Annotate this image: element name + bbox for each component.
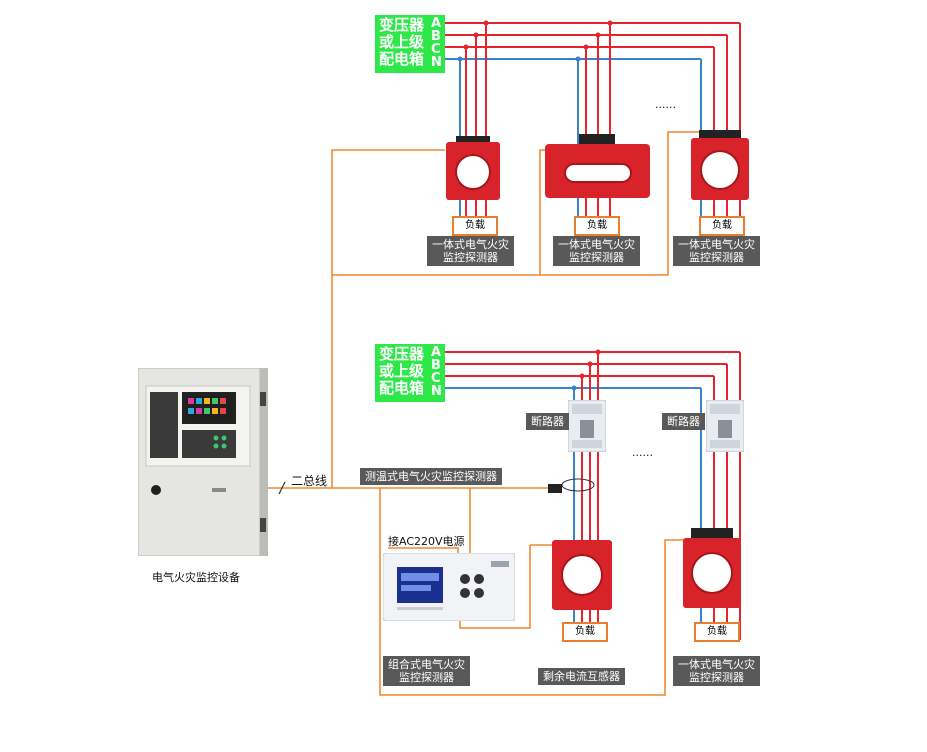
load-box-bottom-1: 负载 — [562, 622, 608, 642]
load-box-top-2: 负载 — [574, 216, 620, 236]
phase-n-label: N — [431, 55, 442, 70]
combined-detector-label: 组合式电气火灾 监控探测器 — [383, 656, 470, 686]
phase-c-label: C — [431, 371, 441, 386]
integrated-detector-sensor-3 — [691, 130, 749, 200]
source-line3: 配电箱 — [379, 50, 425, 68]
monitoring-device-label: 电气火灾监控设备 — [152, 571, 240, 584]
power-label: 接AC220V电源 — [388, 535, 465, 548]
breaker-label-1: 断路器 — [526, 413, 569, 430]
integrated-detector-label-2: 一体式电气火灾 监控探测器 — [553, 236, 640, 266]
fire-monitoring-cabinet — [138, 368, 268, 556]
breaker-label-2: 断路器 — [662, 413, 705, 430]
label-line2: 监控探测器 — [399, 671, 454, 684]
load-box-top-1: 负载 — [452, 216, 498, 236]
source-line1: 变压器 — [379, 345, 425, 363]
phase-a-label: A — [431, 345, 442, 360]
phase-c-label: C — [431, 42, 441, 57]
phase-b-label: B — [431, 29, 441, 44]
label-line2: 监控探测器 — [689, 251, 744, 264]
source-line3: 配电箱 — [379, 379, 425, 397]
source-box-top: 变压器 或上级 配电箱 — [375, 15, 445, 73]
integrated-detector-label-4: 一体式电气火灾 监控探测器 — [673, 656, 760, 686]
source-line2: 或上级 — [379, 33, 425, 51]
circuit-breaker-1 — [568, 400, 606, 452]
temp-probe — [548, 484, 562, 493]
integrated-detector-label-1: 一体式电气火灾 监控探测器 — [427, 236, 514, 266]
source-line2: 或上级 — [379, 362, 425, 380]
phase-b-label: B — [431, 358, 441, 373]
label-line1: 组合式电气火灾 — [388, 658, 465, 671]
label-line1: 一体式电气火灾 — [678, 238, 755, 251]
ellipsis-top: ...... — [655, 98, 676, 111]
signal-bus — [268, 131, 700, 696]
top-junctions — [457, 20, 613, 62]
temp-detector-label: 测温式电气火灾监控探测器 — [360, 468, 502, 485]
source-box-bottom: 变压器 或上级 配电箱 — [375, 344, 445, 402]
load-box-top-3: 负载 — [699, 216, 745, 236]
integrated-detector-sensor-4 — [683, 528, 741, 608]
source-line1: 变压器 — [379, 16, 425, 34]
phase-n-label: N — [431, 384, 442, 399]
load-box-bottom-2: 负载 — [694, 622, 740, 642]
label-line1: 一体式电气火灾 — [432, 238, 509, 251]
label-line1: 一体式电气火灾 — [558, 238, 635, 251]
integrated-detector-sensor-1 — [446, 136, 500, 200]
circuit-breaker-2 — [706, 400, 744, 452]
residual-ct-rect-sensor — [545, 134, 650, 198]
integrated-detector-label-3: 一体式电气火灾 监控探测器 — [673, 236, 760, 266]
label-line1: 一体式电气火灾 — [678, 658, 755, 671]
bottom-junctions — [571, 349, 601, 391]
phase-a-label: A — [431, 16, 442, 31]
bus-break-mark — [278, 481, 286, 495]
label-line2: 监控探测器 — [443, 251, 498, 264]
combined-detector-device — [383, 553, 515, 621]
residual-current-transformer-1 — [552, 540, 612, 610]
ellipsis-bottom: ...... — [632, 446, 653, 459]
label-line2: 监控探测器 — [689, 671, 744, 684]
bus-label: 二总线 — [291, 474, 328, 488]
label-line2: 监控探测器 — [569, 251, 624, 264]
residual-ct-label: 剩余电流互感器 — [538, 668, 625, 685]
